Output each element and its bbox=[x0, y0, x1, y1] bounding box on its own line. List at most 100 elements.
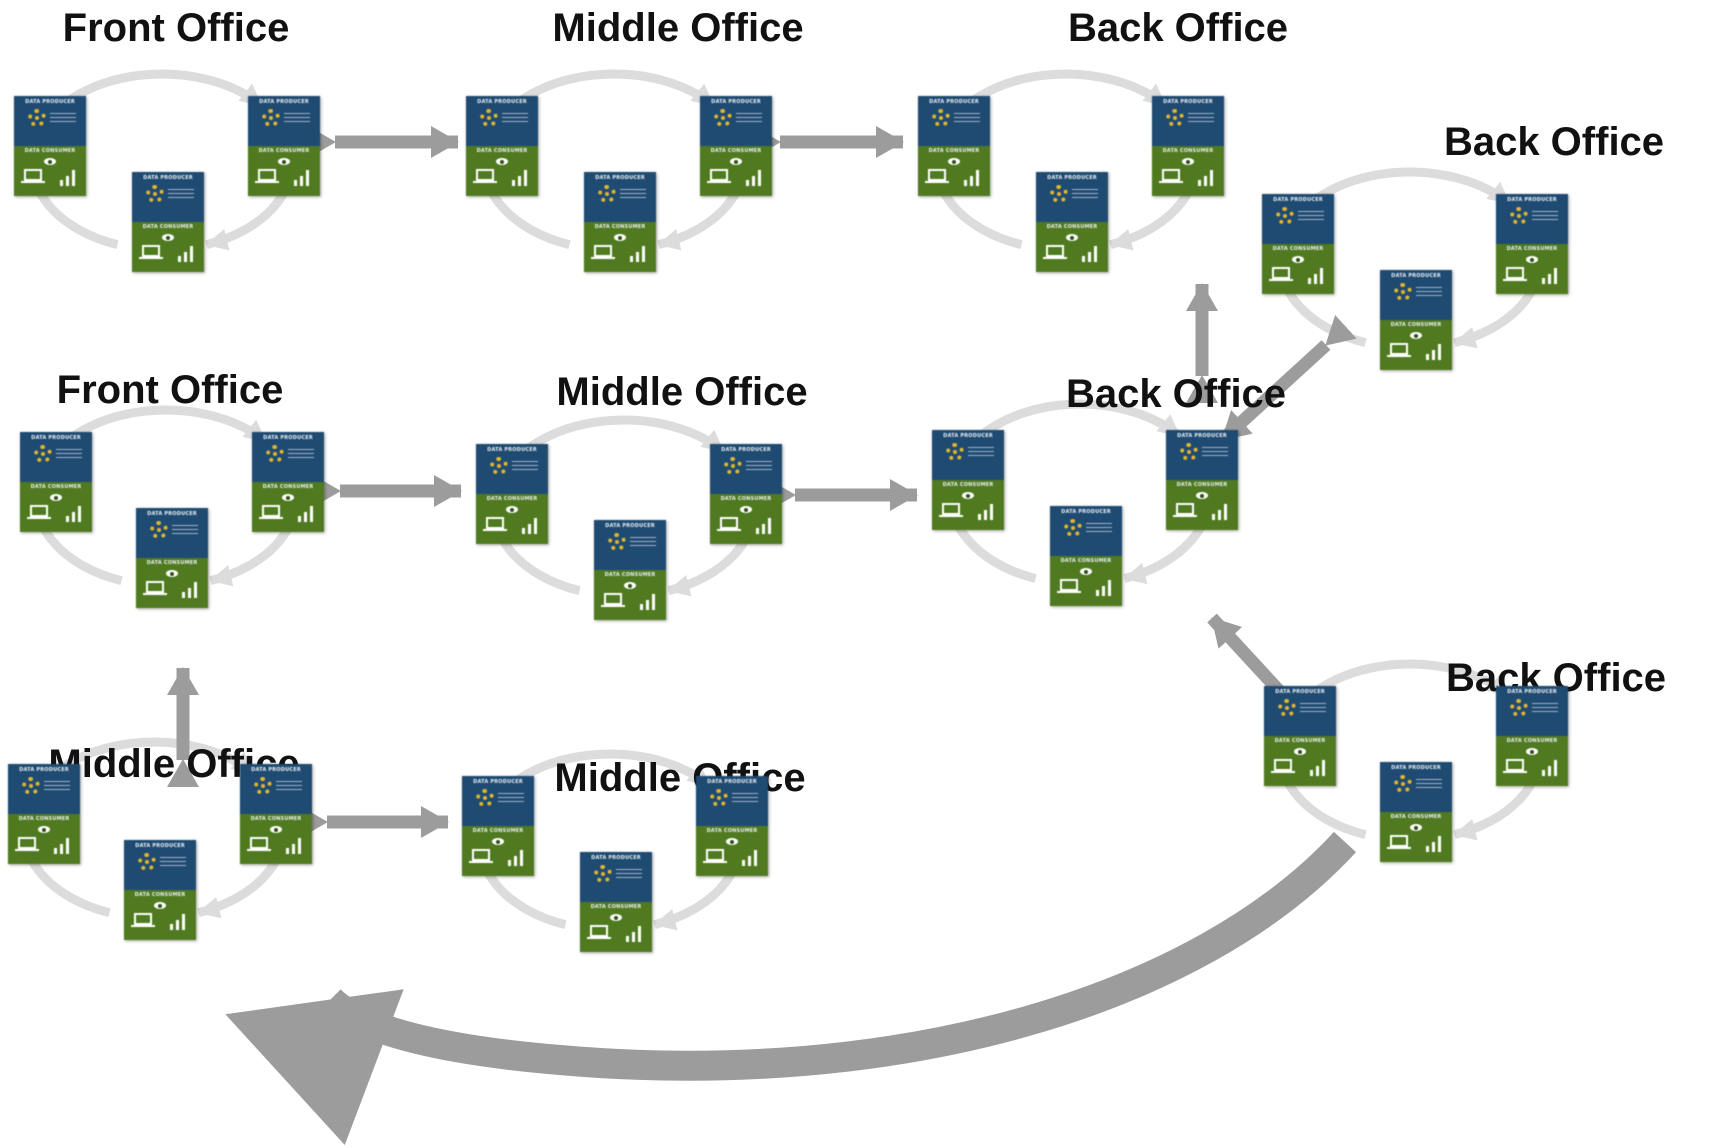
consumer-label: DATA CONSUMER bbox=[1046, 224, 1098, 230]
bar-chart-icon bbox=[638, 592, 658, 610]
laptop-icon bbox=[483, 517, 507, 531]
laptop-icon bbox=[591, 245, 615, 259]
data-producer-panel: DATA PRODUCER bbox=[1152, 96, 1224, 146]
data-consumer-panel: DATA CONSUMER bbox=[1050, 556, 1122, 606]
eye-icon bbox=[282, 494, 294, 501]
producer-label: DATA PRODUCER bbox=[263, 435, 313, 441]
data-consumer-panel: DATA CONSUMER bbox=[932, 480, 1004, 530]
gear-icon bbox=[1278, 699, 1296, 717]
consumer-label: DATA CONSUMER bbox=[594, 224, 646, 230]
producer-label: DATA PRODUCER bbox=[1163, 99, 1213, 105]
text-lines-icon bbox=[968, 447, 994, 459]
bar-chart-icon bbox=[176, 244, 196, 262]
eye-icon bbox=[506, 506, 518, 513]
laptop-icon bbox=[1269, 267, 1293, 281]
eye-icon bbox=[730, 158, 742, 165]
producer-label: DATA PRODUCER bbox=[1507, 689, 1557, 695]
consumer-label: DATA CONSUMER bbox=[472, 828, 524, 834]
eye-icon bbox=[1410, 824, 1422, 831]
consumer-label: DATA CONSUMER bbox=[142, 224, 194, 230]
text-lines-icon bbox=[616, 869, 642, 881]
producer-label: DATA PRODUCER bbox=[473, 779, 523, 785]
consumer-label: DATA CONSUMER bbox=[942, 482, 994, 488]
eye-icon bbox=[1526, 256, 1538, 263]
laptop-icon bbox=[1057, 579, 1081, 593]
gear-icon bbox=[22, 777, 40, 795]
bar-chart-icon bbox=[520, 516, 540, 534]
data-node-card: DATA PRODUCER DATA CONSUMER bbox=[700, 96, 772, 196]
eye-icon bbox=[1410, 332, 1422, 339]
data-consumer-panel: DATA CONSUMER bbox=[466, 146, 538, 196]
gear-icon bbox=[1394, 283, 1412, 301]
consumer-label: DATA CONSUMER bbox=[604, 572, 656, 578]
consumer-label: DATA CONSUMER bbox=[928, 148, 980, 154]
consumer-label: DATA CONSUMER bbox=[706, 828, 758, 834]
laptop-icon bbox=[703, 849, 727, 863]
data-consumer-panel: DATA CONSUMER bbox=[8, 814, 80, 864]
bar-chart-icon bbox=[1080, 244, 1100, 262]
bar-chart-icon bbox=[754, 516, 774, 534]
producer-label: DATA PRODUCER bbox=[1275, 689, 1325, 695]
text-lines-icon bbox=[1300, 703, 1326, 715]
bar-chart-icon bbox=[168, 912, 188, 930]
curved-arrow-head-icon bbox=[225, 989, 404, 1145]
data-producer-panel: DATA PRODUCER bbox=[1380, 762, 1452, 812]
text-lines-icon bbox=[1416, 779, 1442, 791]
gear-icon bbox=[1050, 185, 1068, 203]
data-consumer-panel: DATA CONSUMER bbox=[584, 222, 656, 272]
laptop-icon bbox=[247, 837, 271, 851]
data-node-card: DATA PRODUCER DATA CONSUMER bbox=[8, 764, 80, 864]
data-node-card: DATA PRODUCER DATA CONSUMER bbox=[466, 96, 538, 196]
bar-chart-icon bbox=[1540, 758, 1560, 776]
data-producer-panel: DATA PRODUCER bbox=[700, 96, 772, 146]
gear-icon bbox=[146, 185, 164, 203]
eye-icon bbox=[610, 914, 622, 921]
text-lines-icon bbox=[1532, 703, 1558, 715]
bar-chart-icon bbox=[1308, 758, 1328, 776]
data-producer-panel: DATA PRODUCER bbox=[136, 508, 208, 558]
data-producer-panel: DATA PRODUCER bbox=[1496, 194, 1568, 244]
producer-label: DATA PRODUCER bbox=[1391, 765, 1441, 771]
data-producer-panel: DATA PRODUCER bbox=[932, 430, 1004, 480]
text-lines-icon bbox=[1202, 447, 1228, 459]
data-node-card: DATA PRODUCER DATA CONSUMER bbox=[462, 776, 534, 876]
gear-icon bbox=[490, 457, 508, 475]
producer-label: DATA PRODUCER bbox=[591, 855, 641, 861]
text-lines-icon bbox=[502, 113, 528, 125]
data-producer-panel: DATA PRODUCER bbox=[248, 96, 320, 146]
gear-icon bbox=[608, 533, 626, 551]
data-consumer-panel: DATA CONSUMER bbox=[476, 494, 548, 544]
laptop-icon bbox=[1503, 267, 1527, 281]
data-producer-panel: DATA PRODUCER bbox=[918, 96, 990, 146]
data-node-card: DATA PRODUCER DATA CONSUMER bbox=[1264, 686, 1336, 786]
gear-icon bbox=[262, 109, 280, 127]
consumer-label: DATA CONSUMER bbox=[590, 904, 642, 910]
laptop-icon bbox=[939, 503, 963, 517]
consumer-label: DATA CONSUMER bbox=[1506, 738, 1558, 744]
laptop-icon bbox=[139, 245, 163, 259]
bar-chart-icon bbox=[1540, 266, 1560, 284]
producer-label: DATA PRODUCER bbox=[711, 99, 761, 105]
data-consumer-panel: DATA CONSUMER bbox=[1262, 244, 1334, 294]
gear-icon bbox=[1064, 519, 1082, 537]
laptop-icon bbox=[707, 169, 731, 183]
consumer-label: DATA CONSUMER bbox=[710, 148, 762, 154]
eye-icon bbox=[740, 506, 752, 513]
laptop-icon bbox=[15, 837, 39, 851]
text-lines-icon bbox=[172, 525, 198, 537]
eye-icon bbox=[166, 570, 178, 577]
data-producer-panel: DATA PRODUCER bbox=[1050, 506, 1122, 556]
data-consumer-panel: DATA CONSUMER bbox=[700, 146, 772, 196]
data-node-card: DATA PRODUCER DATA CONSUMER bbox=[1262, 194, 1334, 294]
data-consumer-panel: DATA CONSUMER bbox=[1496, 244, 1568, 294]
gear-icon bbox=[1510, 699, 1528, 717]
text-lines-icon bbox=[954, 113, 980, 125]
data-node-card: DATA PRODUCER DATA CONSUMER bbox=[584, 172, 656, 272]
producer-label: DATA PRODUCER bbox=[1273, 197, 1323, 203]
eye-icon bbox=[948, 158, 960, 165]
data-producer-panel: DATA PRODUCER bbox=[1264, 686, 1336, 736]
consumer-label: DATA CONSUMER bbox=[18, 816, 70, 822]
data-producer-panel: DATA PRODUCER bbox=[466, 96, 538, 146]
bar-chart-icon bbox=[976, 502, 996, 520]
producer-label: DATA PRODUCER bbox=[1507, 197, 1557, 203]
